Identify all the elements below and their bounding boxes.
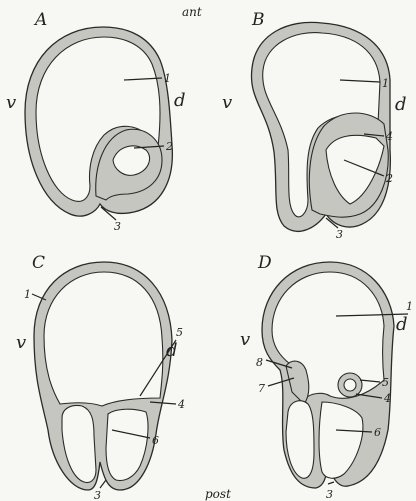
panel-a-letter: A <box>33 10 47 30</box>
panel-b-letter: B <box>251 10 265 30</box>
panel-c-cavity <box>44 272 163 406</box>
panel-a-label-2: 2 <box>165 140 173 153</box>
anterior-label: ant <box>182 5 202 19</box>
panel-b-dorsal-label: d <box>395 94 407 115</box>
panel-c-label-3: 3 <box>94 489 101 501</box>
panel-c-leader-3 <box>100 480 106 488</box>
panel-d-label-8: 8 <box>256 356 263 369</box>
panel-d-leader-3 <box>328 482 334 484</box>
panel-d-dorsal-label: d <box>396 314 408 335</box>
panel-d: D v d 1 8 7 5 4 6 3 <box>240 253 413 501</box>
panel-d-label-4: 4 <box>383 392 391 405</box>
panel-c-ventral-label: v <box>16 332 26 353</box>
panel-c-label-1: 1 <box>24 288 31 301</box>
panel-a-label-3: 3 <box>114 220 121 233</box>
panel-b: B v d 1 4 2 3 <box>222 10 407 241</box>
panel-c-label-5: 5 <box>176 326 183 339</box>
panel-d-ring-lumen <box>344 379 356 391</box>
panel-a-label-1: 1 <box>164 72 171 85</box>
panel-c: C v d 1 5 4 6 3 <box>16 253 185 501</box>
panel-b-ventral-label: v <box>222 92 232 113</box>
panel-c-dorsal-label: d <box>166 340 178 361</box>
panel-d-label-1: 1 <box>406 300 413 313</box>
panel-c-label-6: 6 <box>152 434 159 447</box>
panel-b-label-1: 1 <box>382 77 389 90</box>
panel-d-ventral-label: v <box>240 329 250 350</box>
panel-d-letter: D <box>257 253 272 273</box>
panel-d-label-3: 3 <box>326 488 333 501</box>
panel-b-label-4: 4 <box>385 130 393 143</box>
panel-c-letter: C <box>32 253 45 273</box>
panel-d-label-6: 6 <box>374 426 381 439</box>
panel-a-dorsal-label: d <box>174 90 186 111</box>
panel-a-ventral-label: v <box>6 92 16 113</box>
posterior-label: post <box>205 487 231 501</box>
panel-c-label-4: 4 <box>177 398 185 411</box>
panel-a: A v d 1 2 3 <box>6 10 186 233</box>
panel-b-label-3: 3 <box>336 228 343 241</box>
panel-d-label-7: 7 <box>258 382 265 395</box>
panel-d-label-5: 5 <box>382 376 389 389</box>
panel-b-label-2: 2 <box>385 172 393 185</box>
